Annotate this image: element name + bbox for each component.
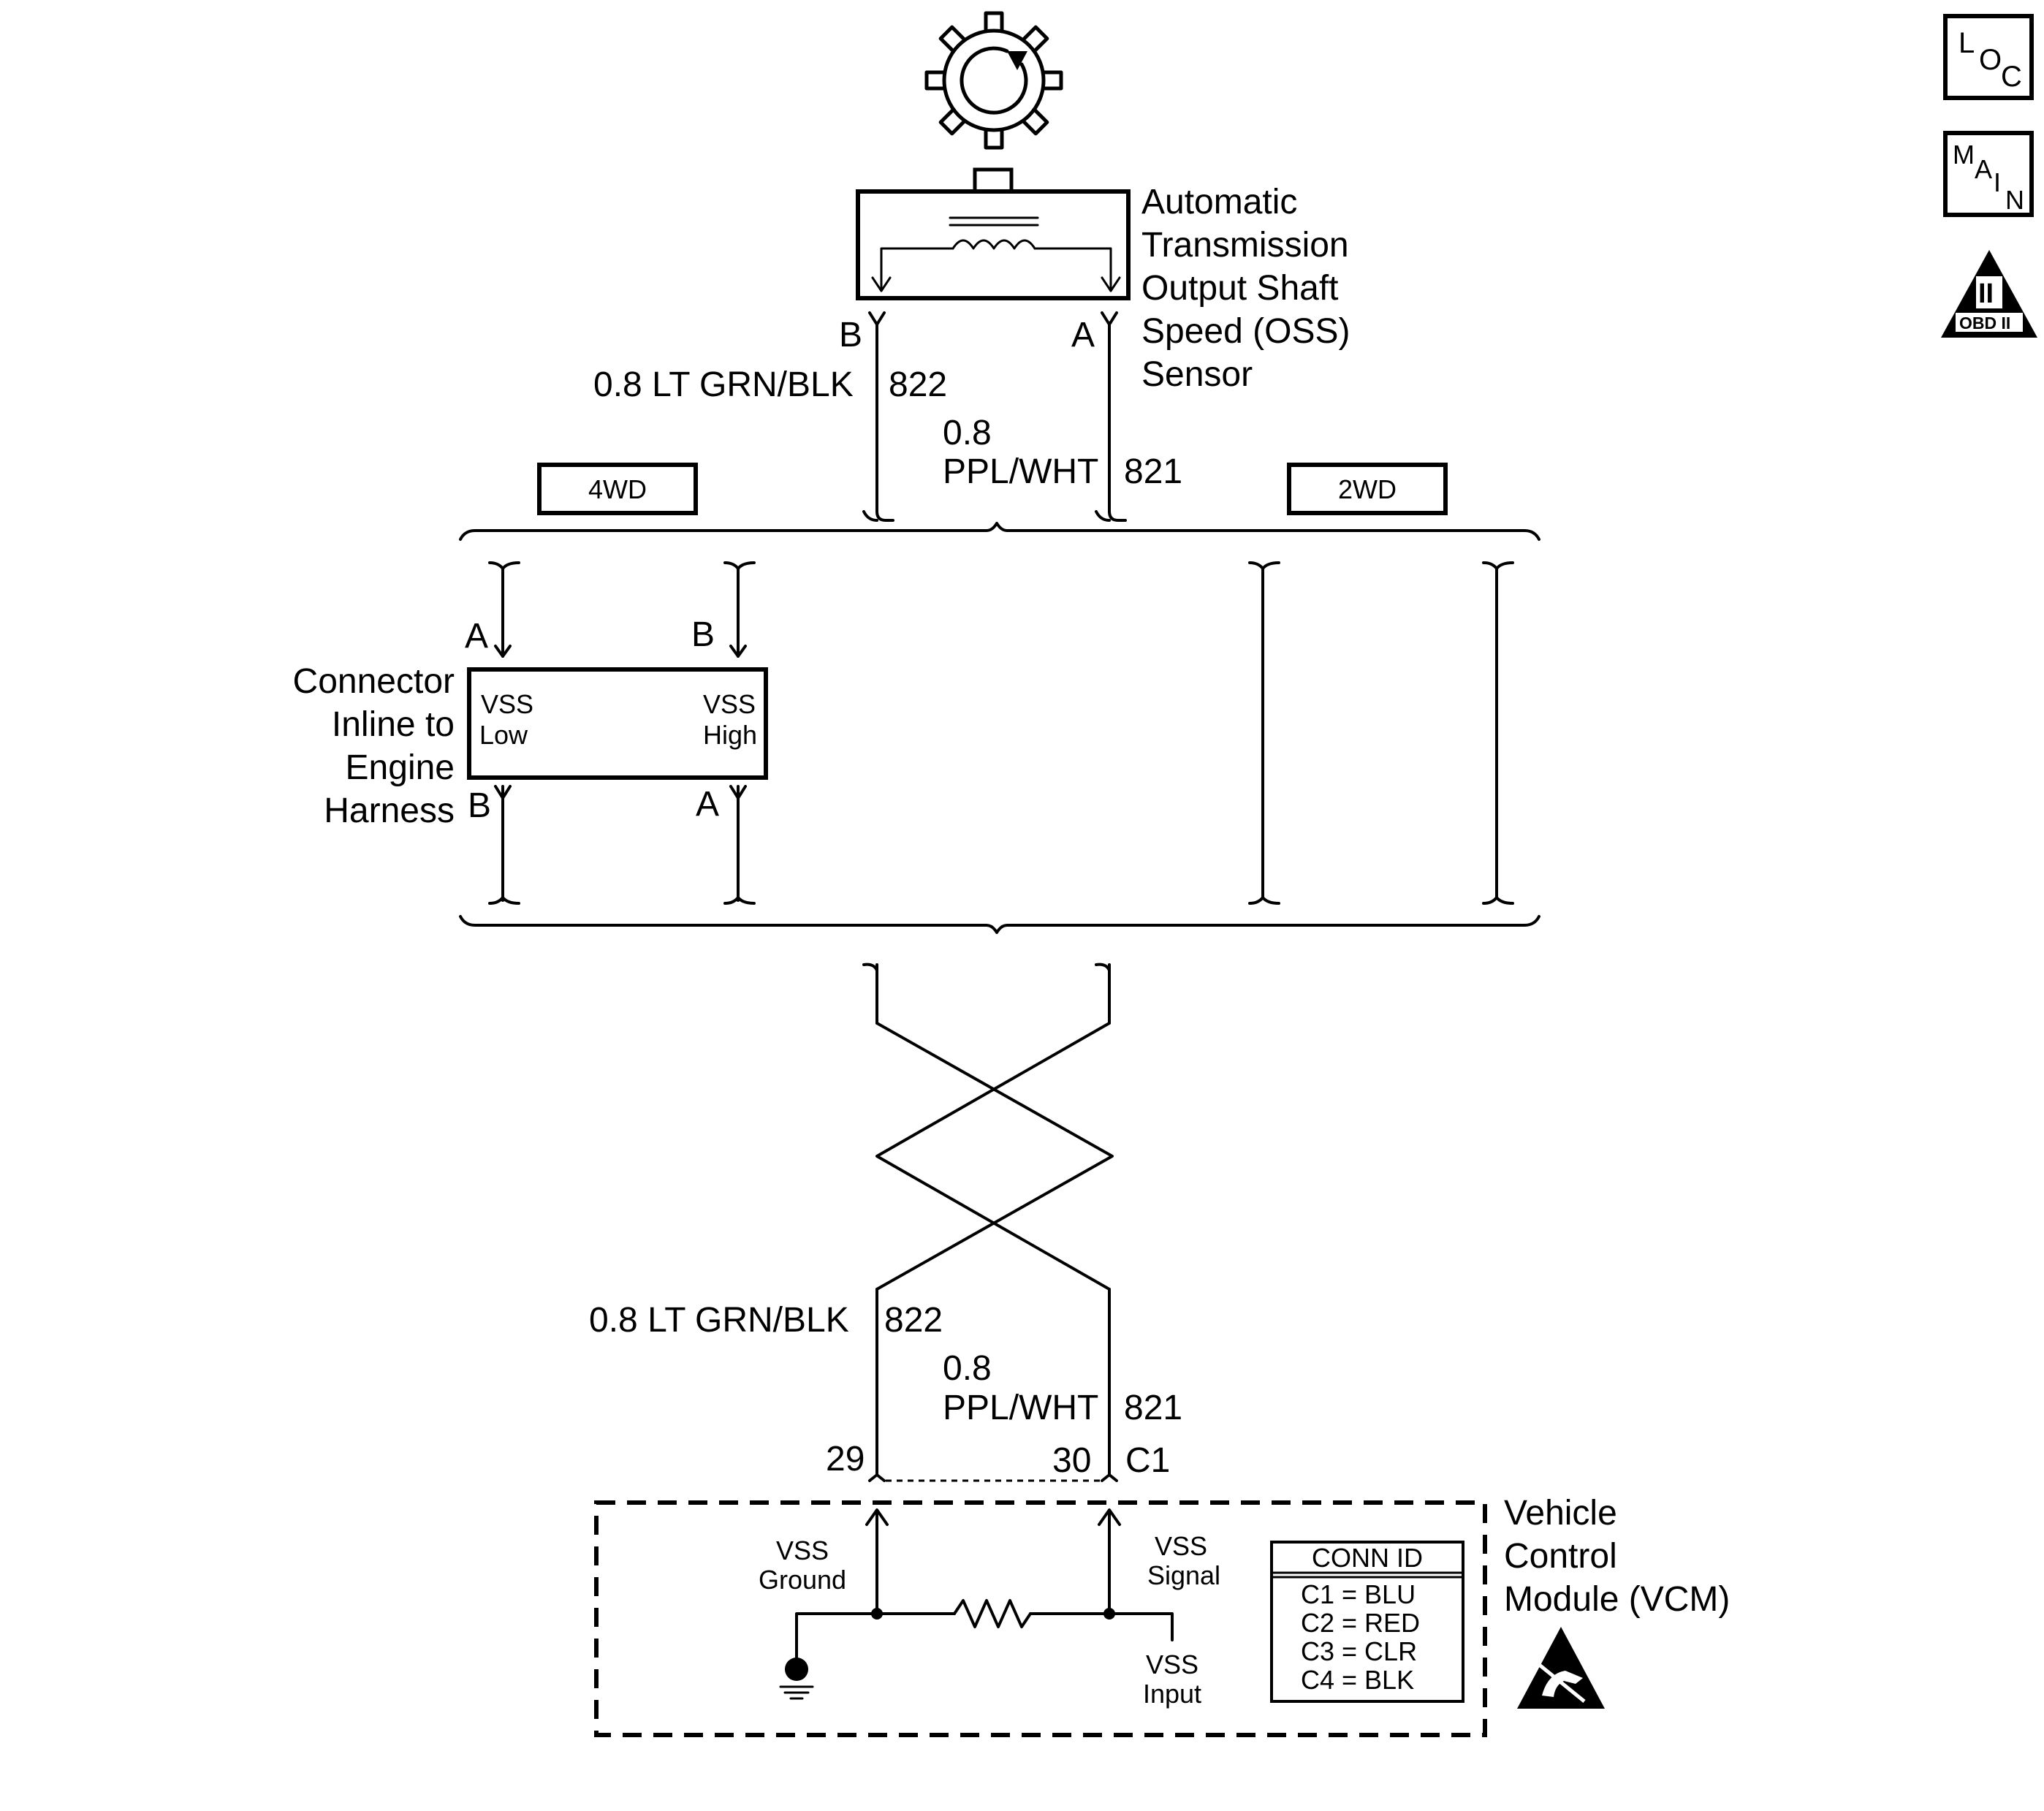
tag-2wd[interactable]: 2WD [1287,463,1448,515]
loc-icon-o: O [1979,44,2002,76]
conn-id-table: CONN ID C1 = BLU C2 = RED C3 = CLR C4 = … [1270,1541,1464,1703]
inline-title-line-4: Harness [324,791,455,830]
sensor-title-line-5: Sensor [1141,355,1253,394]
inline-vss-low-line-1: VSS [481,689,533,719]
wire-822-upper-circuit: 822 [889,365,947,404]
inline-connector[interactable]: VSS Low VSS High [467,667,768,780]
tag-4wd[interactable]: 4WD [537,463,698,515]
inline-vss-low-line-2: Low [479,720,528,750]
inline-top-pin-b: B [691,615,715,654]
inline-vss-high-line-1: VSS [703,689,756,719]
sensor-title-line-2: Transmission [1141,226,1349,265]
vcm-pin-29: 29 [826,1440,865,1478]
wire-821-upper[interactable] [1108,323,1127,522]
inline-bottom-pin-a: A [696,785,719,824]
vss-input-line-1: VSS [1146,1649,1198,1679]
main-icon-n: N [2005,185,2024,215]
vcm-title-line-1: Vehicle [1504,1494,1617,1533]
inline-title-line-1: Connector [293,662,455,701]
loc-icon-l: L [1958,27,1975,59]
conn-id-c3: C3 = CLR [1301,1636,1417,1666]
wire-822-upper[interactable] [875,323,894,522]
wire-822-upper-label: 0.8 LT GRN/BLK [593,365,854,404]
wire-821-upper-color: PPL/WHT [943,452,1098,491]
tone-wheel-icon [924,11,1063,150]
tag-2wd-label: 2WD [1338,474,1397,504]
sensor-title-line-1: Automatic [1141,183,1297,221]
inline-bottom-pin-b: B [468,786,491,825]
vss-input-line-2: Input [1143,1679,1201,1709]
sensor-pin-b: B [839,316,862,354]
conn-id-c1: C1 = BLU [1301,1579,1416,1609]
branch-2wd-wires[interactable] [1248,561,1514,905]
vcm-title-line-2: Control [1504,1537,1617,1576]
inline-vss-high-line-2: High [703,720,757,750]
main-icon-m: M [1953,140,1975,170]
loc-icon[interactable]: L O C [1943,14,2034,100]
ground-icon [779,1658,814,1700]
wire-821-lower-gauge: 0.8 [943,1349,992,1388]
vss-ground-line-1: VSS [776,1535,829,1565]
branch-4wd-wires[interactable] [488,561,756,905]
wire-821-lower-circuit: 821 [1124,1389,1182,1427]
inline-title-line-2: Inline to [332,705,455,744]
loc-icon-c: C [2001,61,2022,93]
tag-4wd-label: 4WD [588,474,647,504]
conn-id-header: CONN ID [1312,1543,1423,1573]
option-bracket-top [459,522,1540,541]
vcm-module[interactable] [594,1500,1487,1737]
sensor-pin-b-mark [868,311,886,326]
obd-ii-numeral: II [1978,278,1994,309]
inline-title-line-3: Engine [346,748,455,787]
vcm-connector-c1: C1 [1125,1441,1170,1480]
wire-822-lower-label: 0.8 LT GRN/BLK [589,1301,849,1340]
esd-warning-icon[interactable] [1517,1627,1605,1709]
obd-ii-label: OBD II [1959,314,2010,333]
sensor-title-line-3: Output Shaft [1141,269,1339,308]
vss-signal-line-1: VSS [1155,1531,1207,1561]
sensor-pin-a-mark [1101,311,1118,326]
conn-id-c2: C2 = RED [1301,1608,1420,1638]
vss-signal-line-2: Signal [1147,1560,1220,1590]
vcm-pin-30: 30 [1052,1441,1091,1480]
conn-id-c4: C4 = BLK [1301,1665,1414,1695]
vcm-title-line-3: Module (VCM) [1504,1580,1730,1619]
main-icon-a: A [1975,154,1992,184]
wire-821-upper-circuit: 821 [1124,452,1182,491]
resistor-icon [953,1599,1032,1628]
wire-821-upper-gauge: 0.8 [943,414,992,452]
inline-top-pin-a: A [465,617,488,656]
vss-ground-line-2: Ground [759,1565,846,1595]
option-bracket-bottom [459,915,1540,934]
wire-crossover[interactable] [862,963,1114,1476]
wire-822-lower-circuit: 822 [884,1301,943,1340]
oss-sensor[interactable] [856,167,1131,300]
main-icon[interactable]: M A I N [1943,131,2034,217]
main-icon-i: I [1994,167,2001,197]
wire-821-lower-color: PPL/WHT [943,1389,1098,1427]
obd-ii-icon[interactable]: II OBD II [1941,250,2037,338]
sensor-title-line-4: Speed (OSS) [1141,312,1350,351]
sensor-pin-a: A [1071,316,1095,354]
